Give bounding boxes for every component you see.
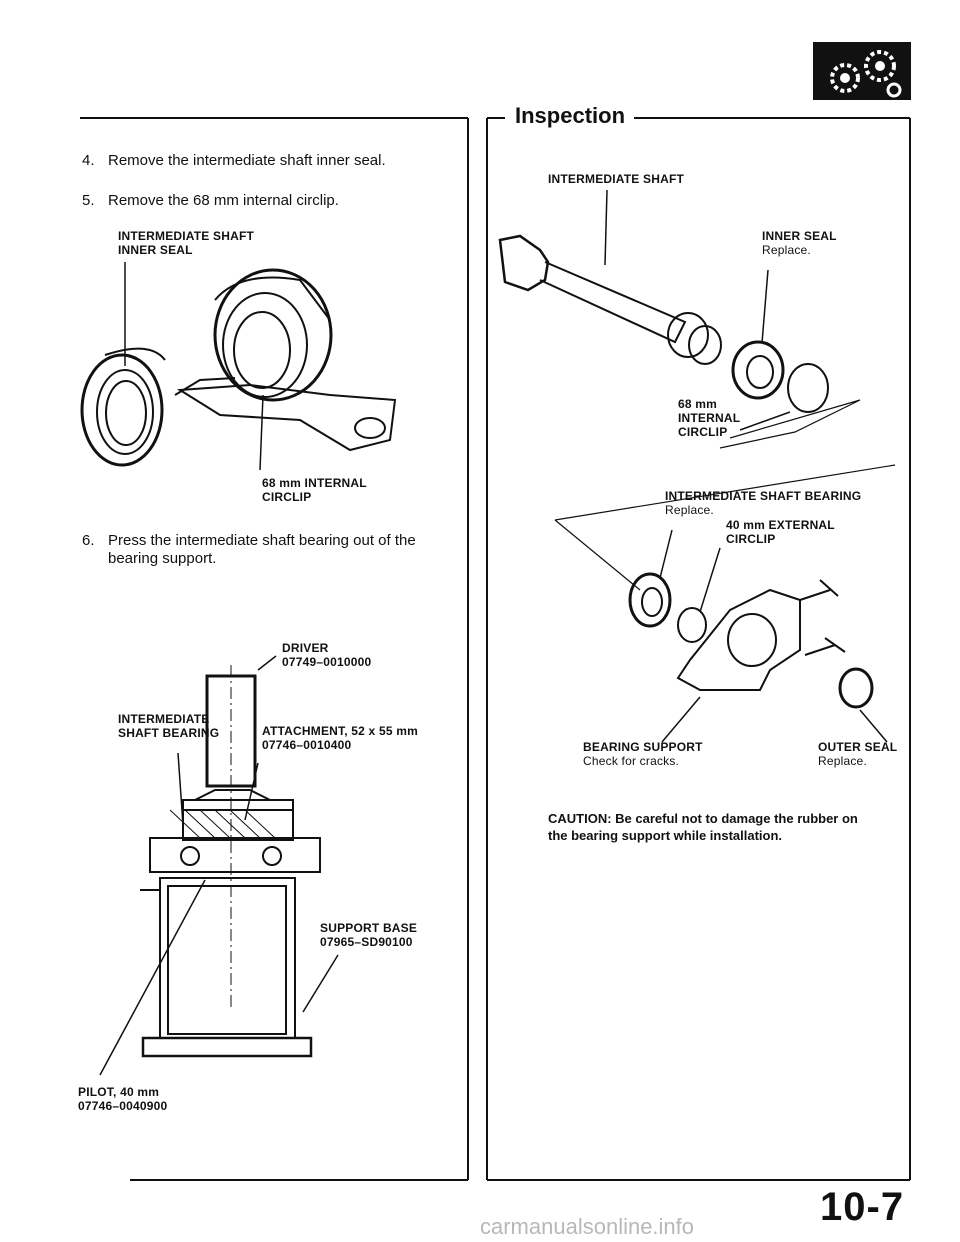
right-panel-frame	[486, 117, 911, 1181]
page-number: 10-7	[820, 1185, 905, 1229]
step-4-number: 4.	[82, 152, 95, 169]
left-panel-frame	[80, 117, 469, 1181]
pilot-part-number: 07746–0040900	[78, 1099, 168, 1113]
fig2-attachment-label: ATTACHMENT, 52 x 55 mm 07746–0010400	[262, 724, 418, 752]
circlip40-line1: 40 mm EXTERNAL	[726, 518, 835, 532]
circlip40-label: 40 mm EXTERNAL CIRCLIP	[726, 518, 835, 546]
fig1-seal-label: INTERMEDIATE SHAFT INNER SEAL	[118, 229, 254, 257]
outer-seal-label-group: OUTER SEAL Replace.	[818, 740, 897, 768]
inspection-heading: Inspection	[515, 103, 626, 128]
bearing-label-group: INTERMEDIATE SHAFT BEARING Replace.	[665, 489, 861, 517]
inner-seal-label: INNER SEAL	[762, 229, 837, 243]
fig2-pilot-label: PILOT, 40 mm 07746–0040900	[78, 1085, 167, 1113]
base-label: SUPPORT BASE	[320, 921, 418, 935]
support-label-group: BEARING SUPPORT Check for cracks.	[583, 740, 703, 768]
inspection-drawing	[498, 189, 896, 743]
circlip68-line2: INTERNAL	[678, 411, 741, 425]
shaft-label: INTERMEDIATE SHAFT	[548, 172, 685, 186]
step-6: 6. Press the intermediate shaft bearing …	[82, 532, 458, 568]
fig2-bearing-label: INTERMEDIATE SHAFT BEARING	[118, 712, 219, 740]
step-4-text: Remove the intermediate shaft inner seal…	[108, 152, 386, 169]
bearing-label-line1: INTERMEDIATE	[118, 712, 210, 726]
fig1-circlip-label-line1: 68 mm INTERNAL	[262, 476, 367, 490]
attachment-part-number: 07746–0010400	[262, 738, 352, 752]
fig1-drawing	[80, 262, 397, 471]
step-5-number: 5.	[82, 192, 95, 209]
step-4: 4. Remove the intermediate shaft inner s…	[82, 152, 458, 170]
circlip68-label: 68 mm INTERNAL CIRCLIP	[678, 397, 740, 439]
fig1-seal-label-line1: INTERMEDIATE SHAFT	[118, 229, 255, 243]
bearing-note: Replace.	[665, 503, 714, 517]
base-part-number: 07965–SD90100	[320, 935, 413, 949]
support-label: BEARING SUPPORT	[583, 740, 703, 754]
fig2-base-label: SUPPORT BASE 07965–SD90100	[320, 921, 417, 949]
fig1-circlip-label: 68 mm INTERNAL CIRCLIP	[262, 476, 367, 504]
caution-line2: the bearing support while installation.	[548, 828, 783, 843]
pilot-label: PILOT, 40 mm	[78, 1085, 160, 1099]
caution-line1: CAUTION: Be careful not to damage the ru…	[548, 811, 858, 826]
step-5-text: Remove the 68 mm internal circlip.	[108, 192, 339, 209]
fig1-circlip-label-line2: CIRCLIP	[262, 490, 312, 504]
fig2-drawing	[99, 655, 339, 1076]
outer-seal-note: Replace.	[818, 754, 867, 768]
outer-seal-label: OUTER SEAL	[818, 740, 898, 754]
step-6-number: 6.	[82, 532, 95, 549]
caution-note: CAUTION: Be careful not to damage the ru…	[548, 810, 898, 844]
step-5: 5. Remove the 68 mm internal circlip.	[82, 192, 458, 210]
bearing-label-line2: SHAFT BEARING	[118, 726, 220, 740]
fig1-seal-label-line2: INNER SEAL	[118, 243, 193, 257]
circlip68-line1: 68 mm	[678, 397, 718, 411]
watermark-text: carmanualsonline.info	[480, 1214, 695, 1239]
attachment-label: ATTACHMENT, 52 x 55 mm	[262, 724, 418, 738]
circlip68-line3: CIRCLIP	[678, 425, 728, 439]
inner-seal-label-group: INNER SEAL Replace.	[762, 229, 837, 257]
support-note: Check for cracks.	[583, 754, 680, 768]
driver-label: DRIVER	[282, 641, 329, 655]
driver-part-number: 07749–0010000	[282, 655, 372, 669]
inner-seal-note: Replace.	[762, 243, 811, 257]
step-6-line2: bearing support.	[108, 550, 217, 567]
circlip40-line2: CIRCLIP	[726, 532, 776, 546]
fig2-driver-label: DRIVER 07749–0010000	[282, 641, 371, 669]
bearing-label: INTERMEDIATE SHAFT BEARING	[665, 489, 862, 503]
driveshaft-gears-icon	[813, 42, 911, 100]
step-6-line1: Press the intermediate shaft bearing out…	[108, 532, 416, 549]
